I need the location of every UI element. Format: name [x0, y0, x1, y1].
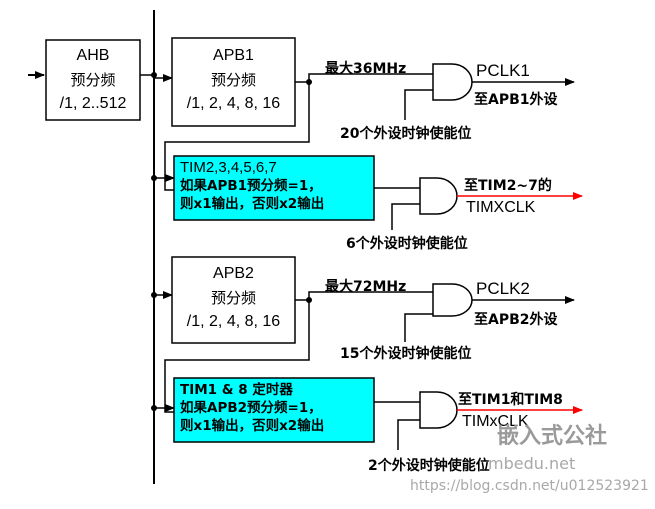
tim-apb1-enable-bits: 6个外设时钟使能位: [346, 236, 468, 252]
apb1-prescaler-label: 预分频: [210, 71, 256, 89]
ahb-box-label: AHB 预分频 /1, 2..512: [46, 44, 140, 116]
apb1-title: APB1: [213, 47, 254, 64]
tim-apb2-timers: TIM1 & 8 定时器: [180, 382, 293, 398]
watermark-source-url: https://blog.csdn.net/u012523921: [410, 478, 649, 494]
junction-dot: [306, 79, 312, 85]
tim2-7-and-gate: [419, 177, 458, 215]
tim1-8-clk-label: TIMxCLK: [462, 413, 529, 430]
apb1-enable-bits: 20个外设时钟使能位: [340, 126, 472, 142]
apb2-prescaler-label: 预分频: [210, 289, 256, 307]
watermark-brand-url: mbedu.net: [488, 454, 576, 473]
tim-apb1-box-label: TIM2,3,4,5,6,7 如果APB1预分频=1， 则x1输出，否则x2输出: [180, 159, 324, 213]
pclk2-label: PCLK2: [476, 279, 530, 298]
ahb-prescaler-label: 预分频: [70, 71, 116, 89]
tim2-7-clk-label: TIMXCLK: [466, 199, 536, 216]
junction-dot: [151, 405, 157, 411]
tim-apb1-enable-wire: [391, 203, 420, 230]
ahb-title: AHB: [76, 47, 110, 64]
pclk1-label: PCLK1: [476, 61, 530, 80]
apb2-divider-range: /1, 2, 4, 8, 16: [186, 313, 281, 330]
apb2-title: APB2: [213, 265, 254, 282]
tim-apb2-multiplier: 则x1输出，否则x2输出: [180, 418, 325, 434]
tim1-8-and-gate: [419, 391, 458, 429]
apb1-junction-to-tim-wire: [164, 82, 310, 191]
junction-dot: [151, 175, 157, 181]
pclk2-and-gate: [432, 283, 473, 317]
tim1-8-dest: 至TIM1和TIM8: [458, 392, 563, 408]
ahb-prescaler-box: [45, 39, 141, 121]
apb1-peripheral-dest: 至APB1外设: [474, 92, 558, 108]
tim-apb2-box-label: TIM1 & 8 定时器 如果APB2预分频=1， 则x1输出，否则x2输出: [180, 381, 324, 435]
apb1-to-gate-wire: [295, 73, 433, 83]
apb2-prescaler-box: [171, 256, 296, 344]
junction-dot: [151, 72, 157, 78]
apb1-box-label: APB1 预分频 /1, 2, 4, 8, 16: [172, 44, 295, 116]
apb1-max-freq: 最大36MHz: [325, 61, 407, 77]
tim-apb1-timers: TIM2,3,4,5,6,7: [180, 159, 277, 176]
tim2-7-dest: 至TIM2~7的: [464, 178, 552, 194]
apb1-prescaler-box: [171, 37, 296, 127]
tim-apb2-condition: 如果APB2预分频=1，: [180, 400, 322, 416]
apb1-divider-range: /1, 2, 4, 8, 16: [186, 95, 281, 112]
ahb-divider-range: /1, 2..512: [59, 95, 127, 112]
tim-apb1-multiplier: 则x1输出，否则x2输出: [180, 196, 325, 212]
apb2-box-label: APB2 预分频 /1, 2, 4, 8, 16: [172, 262, 295, 334]
apb2-enable-wire: [404, 313, 433, 342]
apb2-max-freq: 最大72MHz: [325, 279, 407, 295]
tim-apb2-enable-bits: 2个外设时钟使能位: [368, 458, 490, 474]
apb1-enable-wire: [404, 89, 433, 120]
apb2-to-gate-wire: [295, 291, 433, 301]
tim-apb2-box: [173, 377, 375, 443]
apb2-junction-to-tim-wire: [164, 300, 310, 413]
pclk1-and-gate: [432, 63, 473, 101]
watermark-brand: 嵌入式公社: [497, 424, 608, 449]
junction-dot: [306, 297, 312, 303]
junction-dot: [151, 292, 157, 298]
apb2-peripheral-dest: 至APB2外设: [474, 312, 558, 328]
tim-apb1-box: [173, 155, 375, 221]
tim-apb1-condition: 如果APB1预分频=1，: [180, 178, 322, 194]
apb2-enable-bits: 15个外设时钟使能位: [340, 346, 472, 362]
tim-apb2-enable-wire: [397, 419, 420, 450]
